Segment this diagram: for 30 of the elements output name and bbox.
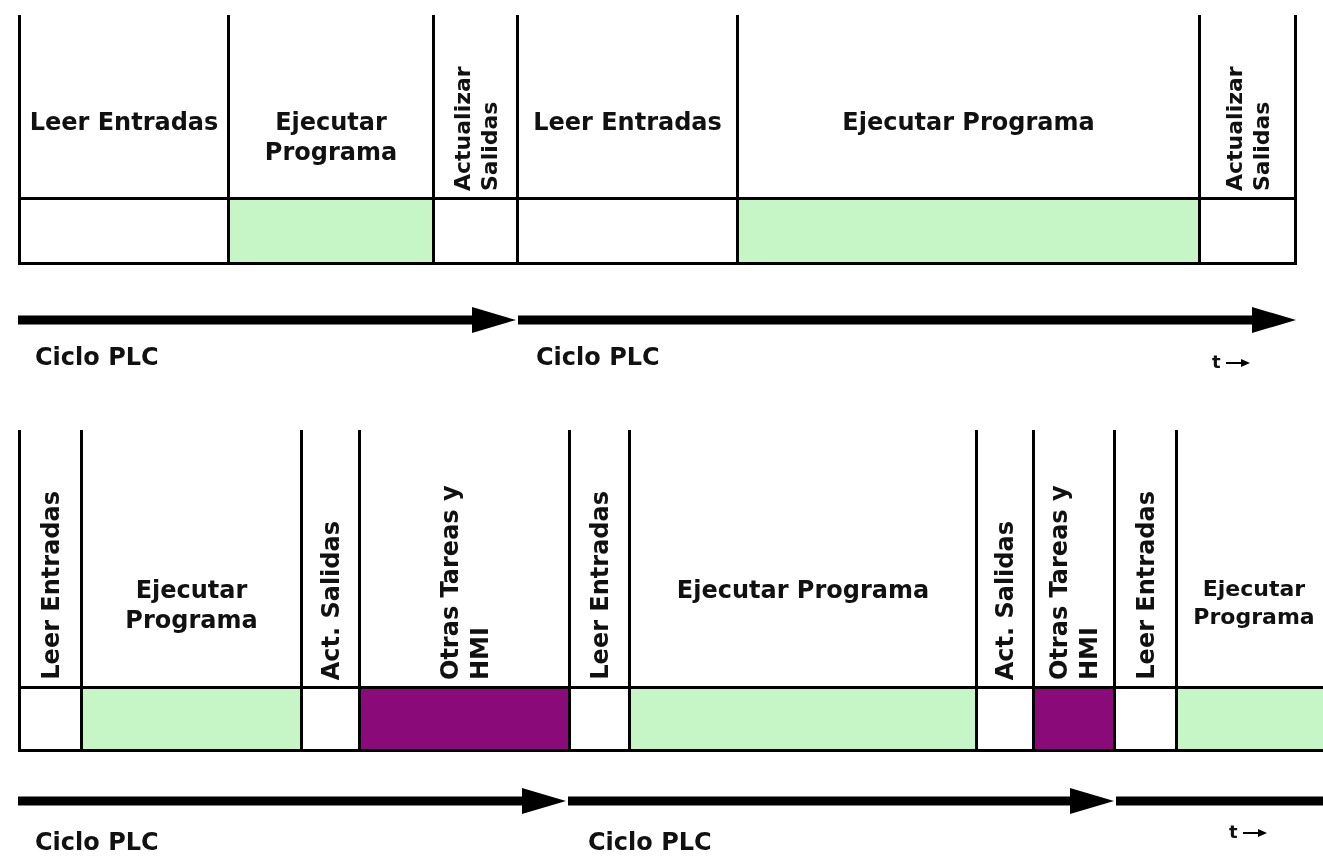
segment-label: Actualizar Salidas bbox=[1220, 65, 1275, 191]
cycle-label: Ciclo PLC bbox=[536, 343, 660, 371]
timeline-segment bbox=[358, 430, 568, 752]
segment-label: Leer Entradas bbox=[35, 491, 66, 680]
segment-label: Otras Tareas y HMI bbox=[1044, 484, 1104, 680]
timeline-segment bbox=[1032, 430, 1113, 752]
segment-label: Leer Entradas bbox=[584, 491, 615, 680]
segment-label: Ejecutar Programa bbox=[1192, 575, 1316, 630]
time-axis-label: t bbox=[1229, 821, 1238, 842]
timeline-segment bbox=[1198, 15, 1297, 265]
cycle-label: Ciclo PLC bbox=[35, 343, 159, 371]
timeline-segment bbox=[1175, 430, 1323, 752]
segment-label: Act. Salidas bbox=[990, 520, 1020, 680]
timeline-segment bbox=[227, 15, 432, 265]
timeline-segment bbox=[736, 15, 1198, 265]
segment-label: Leer Entradas bbox=[532, 107, 723, 137]
cycle-label: Ciclo PLC bbox=[588, 828, 712, 856]
segment-label: Ejecutar Programa bbox=[263, 107, 399, 167]
timeline-segment bbox=[628, 430, 975, 752]
segment-label: Leer Entradas bbox=[1130, 491, 1161, 680]
cycle-label: Ciclo PLC bbox=[35, 828, 159, 856]
segment-label: Leer Entradas bbox=[28, 107, 220, 137]
time-axis-label: t bbox=[1212, 351, 1221, 372]
segment-label: Otras Tareas y HMI bbox=[434, 484, 495, 680]
segment-label: Act. Salidas bbox=[315, 520, 346, 680]
timeline-segment bbox=[80, 430, 300, 752]
segment-label: Ejecutar Programa bbox=[124, 575, 259, 635]
segment-label: Actualizar Salidas bbox=[448, 65, 503, 191]
segment-label: Ejecutar Programa bbox=[675, 575, 931, 605]
segment-label: Ejecutar Programa bbox=[841, 107, 1096, 137]
